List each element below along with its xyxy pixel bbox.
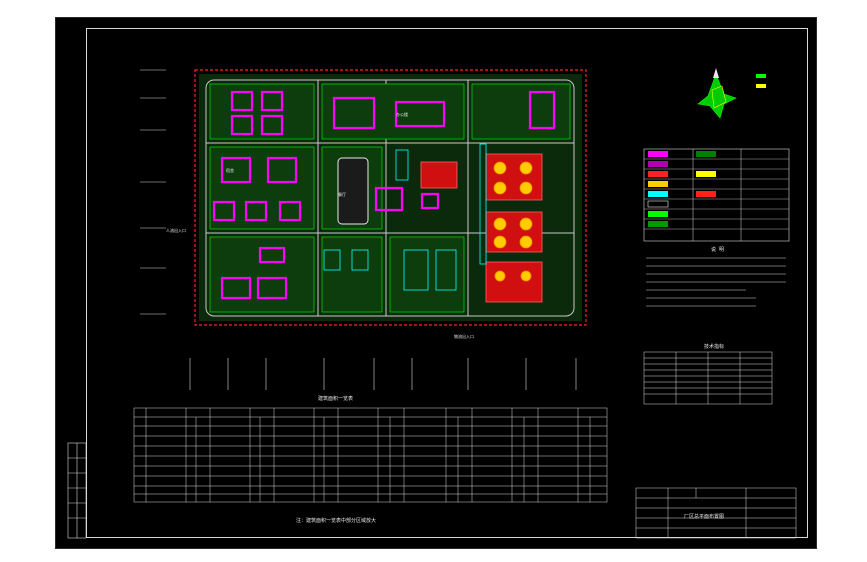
plan-label-canteen: 餐厅 xyxy=(338,191,346,197)
plan-label-office: 办公楼 xyxy=(396,111,408,117)
plan-label-dorm: 宿舍 xyxy=(226,167,234,173)
econ-table xyxy=(643,351,773,405)
wind-rose-legend xyxy=(756,74,766,88)
north-arrow-icon xyxy=(713,68,719,78)
overview-table xyxy=(133,407,608,503)
central-building[interactable] xyxy=(337,157,369,225)
title-block-drawing-name: 厂区总平面布置图 xyxy=(684,513,724,520)
footer-note: 注：建筑面积一览表中部分区域放大 xyxy=(296,517,376,524)
notes-heading: 说 明 xyxy=(711,246,724,253)
overview-table-title: 建筑面积一览表 xyxy=(318,395,353,402)
notes-lines xyxy=(646,257,786,307)
drawing-frame xyxy=(86,28,808,538)
title-block xyxy=(635,487,797,539)
legend-table xyxy=(643,148,790,242)
tanks[interactable] xyxy=(493,161,533,282)
entrance-label-people: 人流出入口 xyxy=(166,227,186,233)
site-plan-canvas[interactable]: 餐厅 办公楼 宿舍 人流出入口 物流出入口 xyxy=(56,18,816,548)
left-title-strip xyxy=(67,442,87,539)
buildings-pink[interactable] xyxy=(212,90,556,300)
grid-axis-ticks xyxy=(189,358,577,390)
drawing-sheet[interactable]: 餐厅 办公楼 宿舍 人流出入口 物流出入口 xyxy=(55,17,817,549)
econ-table-title: 技术指标 xyxy=(704,343,724,350)
site-boundary xyxy=(194,69,587,326)
entrance-label-goods: 物流出入口 xyxy=(454,333,474,339)
utility-blocks[interactable] xyxy=(323,143,487,291)
elevation-markers xyxy=(140,69,166,315)
wind-rose-icon xyxy=(697,68,737,119)
